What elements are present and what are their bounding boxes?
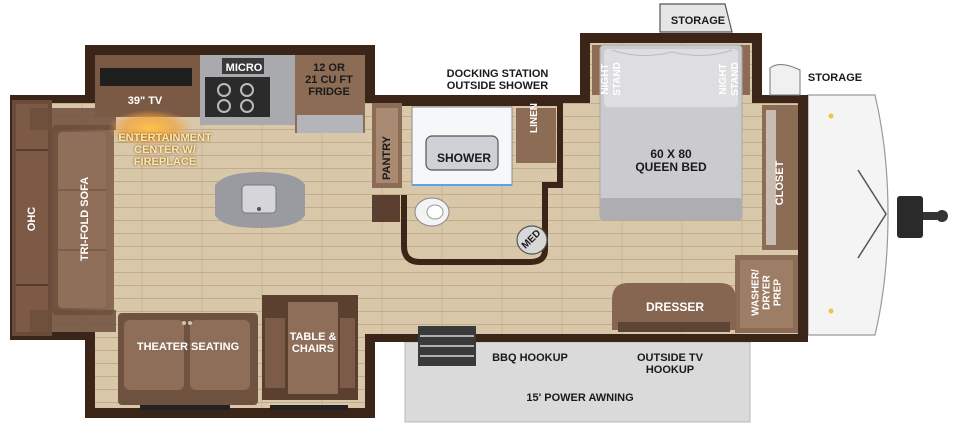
storage-front-label: STORAGE bbox=[807, 72, 863, 84]
closet-label: CLOSET bbox=[774, 160, 786, 206]
tv-label: 39" TV bbox=[127, 95, 163, 107]
theater-seating-label: THEATER SEATING bbox=[136, 341, 240, 353]
fridge-label: 12 OR 21 CU FT FRIDGE bbox=[305, 62, 353, 98]
entertainment-center-label: ENTERTAINMENT CENTER W/ FIREPLACE bbox=[118, 132, 212, 168]
bathroom-wall bbox=[401, 100, 563, 265]
docking-station-label: DOCKING STATION OUTSIDE SHOWER bbox=[446, 68, 549, 92]
front-cap bbox=[807, 94, 889, 336]
queen-bed-label: 60 X 80 QUEEN BED bbox=[635, 147, 707, 174]
tri-fold-sofa-label: TRI-FOLD SOFA bbox=[79, 176, 91, 262]
shower-label: SHOWER bbox=[437, 151, 491, 165]
night-stand-left-label: NIGHT STAND bbox=[600, 62, 623, 96]
dresser bbox=[612, 283, 736, 330]
outside-tv-hookup-label: OUTSIDE TV HOOKUP bbox=[636, 352, 703, 376]
night-stand-right-label: NIGHT STAND bbox=[718, 62, 741, 96]
ohc-label: OHC bbox=[26, 206, 38, 232]
washer-dryer-label: WASHER/ DRYER PREP bbox=[750, 269, 784, 316]
table-chairs-label: TABLE & CHAIRS bbox=[289, 331, 337, 355]
med-cabinet bbox=[516, 225, 548, 255]
micro-label: MICRO bbox=[225, 62, 263, 74]
hitch-jack bbox=[897, 196, 923, 238]
entry-steps bbox=[418, 326, 476, 366]
power-awning-label: 15' POWER AWNING bbox=[526, 392, 634, 404]
bbq-hookup-label: BBQ HOOKUP bbox=[492, 352, 568, 364]
pantry-label: PANTRY bbox=[381, 136, 393, 180]
storage-top-box bbox=[659, 3, 733, 33]
dresser-label: DRESSER bbox=[645, 300, 704, 314]
fireplace-glow bbox=[108, 110, 192, 146]
storage-top-label: STORAGE bbox=[670, 15, 726, 27]
linen-label: LINEN bbox=[529, 103, 540, 133]
